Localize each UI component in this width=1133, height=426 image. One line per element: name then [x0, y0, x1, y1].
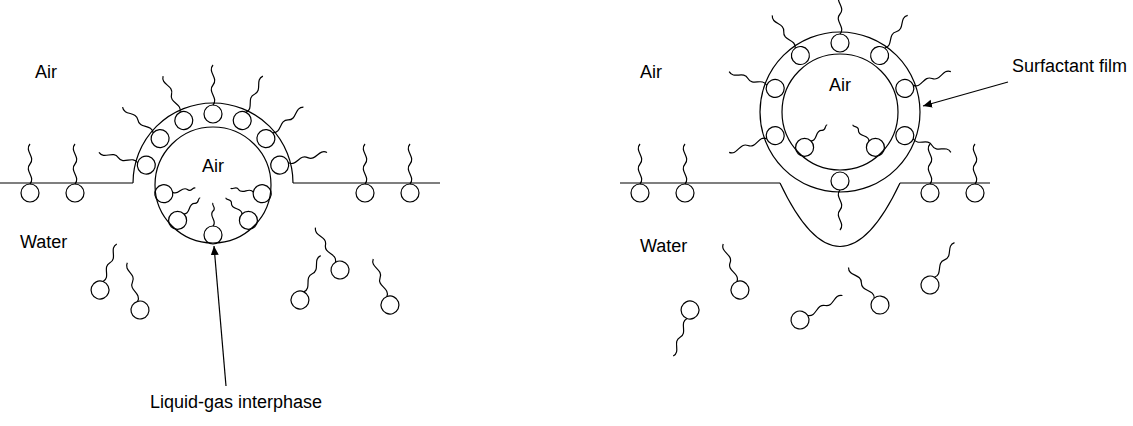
annotation-label: Liquid-gas interphase: [150, 392, 322, 412]
annotation-label: Air: [35, 62, 57, 82]
bubble-label: Air: [154, 156, 272, 176]
bubble-outline: [154, 126, 272, 244]
annotation-label: Water: [640, 236, 687, 256]
bubble-circle: Air: [154, 126, 272, 244]
annotation-label: Water: [20, 232, 67, 252]
bubble-label: Air: [781, 75, 899, 95]
annotation-label: Air: [640, 62, 662, 82]
annotation-label: Surfactant film: [1012, 56, 1127, 76]
bubble-circle: Air: [781, 53, 899, 171]
bubble-outline: [781, 53, 899, 171]
